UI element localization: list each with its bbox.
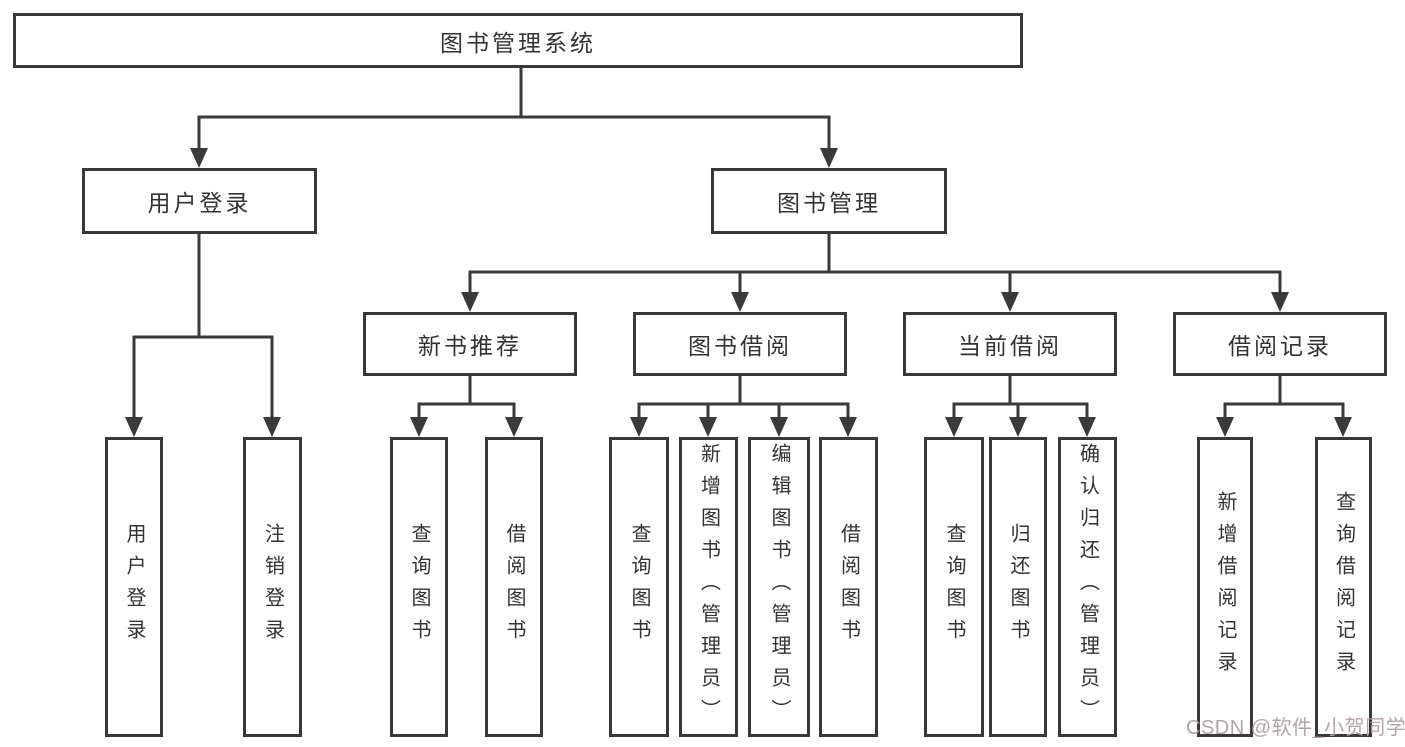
leaf-confirm-return: 确认归还（管理员） (1058, 437, 1117, 737)
arrowhead (1001, 292, 1019, 312)
connector-current-borrow-children (945, 374, 1096, 437)
connector-book-mgmt-children (461, 232, 1289, 312)
leaf-borrow-books-rec: 借阅图书 (485, 437, 543, 737)
arrowhead (461, 292, 479, 312)
arrowhead (945, 417, 963, 437)
arrowhead (1009, 417, 1027, 437)
arrowhead (731, 292, 749, 312)
leaf-logout-label: 注销登录 (261, 523, 284, 651)
arrowhead (820, 148, 838, 168)
arrowhead (1271, 292, 1289, 312)
arrowhead (770, 417, 788, 437)
arrowhead (1334, 417, 1352, 437)
node-new-book-rec: 新书推荐 (363, 312, 577, 376)
arrowhead (263, 417, 281, 437)
leaf-query-books-rec-label: 查询图书 (408, 523, 430, 651)
arrowhead (630, 417, 648, 437)
arrowhead (410, 417, 428, 437)
leaf-return-books: 归还图书 (989, 437, 1047, 737)
leaf-query-books-borrow: 查询图书 (609, 437, 669, 737)
leaf-add-borrow-record-label: 新增借阅记录 (1214, 491, 1236, 683)
leaf-add-books: 新增图书（管理员） (679, 437, 738, 737)
watermark-text: CSDN @软件_小贺同学 (1186, 717, 1405, 739)
leaf-borrow-books-rec-label: 借阅图书 (503, 523, 525, 651)
node-book-mgmt: 图书管理 (711, 168, 947, 234)
leaf-return-books-label: 归还图书 (1007, 523, 1029, 651)
arrowhead (699, 417, 717, 437)
leaf-logout: 注销登录 (243, 437, 302, 737)
node-book-borrow-label: 图书借阅 (688, 333, 792, 359)
arrowhead (505, 417, 523, 437)
leaf-user-login-label: 用户登录 (123, 523, 145, 651)
leaf-query-borrow-record: 查询借阅记录 (1315, 437, 1372, 737)
leaf-query-books-rec: 查询图书 (390, 437, 448, 737)
node-user-login-label: 用户登录 (147, 190, 252, 216)
leaf-add-books-label: 新增图书（管理员） (697, 443, 720, 731)
leaf-query-books-borrow-label: 查询图书 (628, 523, 650, 651)
leaf-query-books-current-label: 查询图书 (943, 523, 965, 651)
arrowhead (125, 417, 143, 437)
leaf-query-books-current: 查询图书 (924, 437, 984, 737)
leaf-borrow-books-borrow-label: 借阅图书 (837, 523, 860, 651)
node-borrow-records-label: 借阅记录 (1228, 333, 1332, 359)
node-root-label: 图书管理系统 (440, 29, 596, 56)
connector-user-login-children (125, 232, 281, 437)
arrowhead (1216, 417, 1234, 437)
leaf-add-borrow-record: 新增借阅记录 (1197, 437, 1253, 737)
leaf-borrow-books-borrow: 借阅图书 (819, 437, 878, 737)
connector-root-to-level2 (190, 65, 838, 168)
node-book-mgmt-label: 图书管理 (777, 190, 881, 216)
leaf-edit-books: 编辑图书（管理员） (748, 437, 810, 737)
node-current-borrow: 当前借阅 (903, 312, 1117, 376)
connector-new-book-rec-children (410, 374, 523, 437)
leaf-edit-books-label: 编辑图书（管理员） (768, 443, 790, 731)
node-current-borrow-label: 当前借阅 (958, 333, 1062, 359)
arrowhead (839, 417, 857, 437)
node-book-borrow: 图书借阅 (633, 312, 847, 376)
leaf-confirm-return-label: 确认归还（管理员） (1076, 443, 1099, 731)
node-new-book-rec-label: 新书推荐 (418, 333, 522, 359)
leaf-query-borrow-record-label: 查询借阅记录 (1332, 491, 1355, 683)
node-borrow-records: 借阅记录 (1173, 312, 1387, 376)
connector-book-borrow-children (630, 374, 857, 437)
node-user-login: 用户登录 (82, 168, 317, 234)
arrowhead (190, 148, 208, 168)
arrowhead (1078, 417, 1096, 437)
node-root: 图书管理系统 (13, 13, 1023, 68)
leaf-user-login: 用户登录 (105, 437, 163, 737)
connector-borrow-records-children (1216, 374, 1352, 437)
